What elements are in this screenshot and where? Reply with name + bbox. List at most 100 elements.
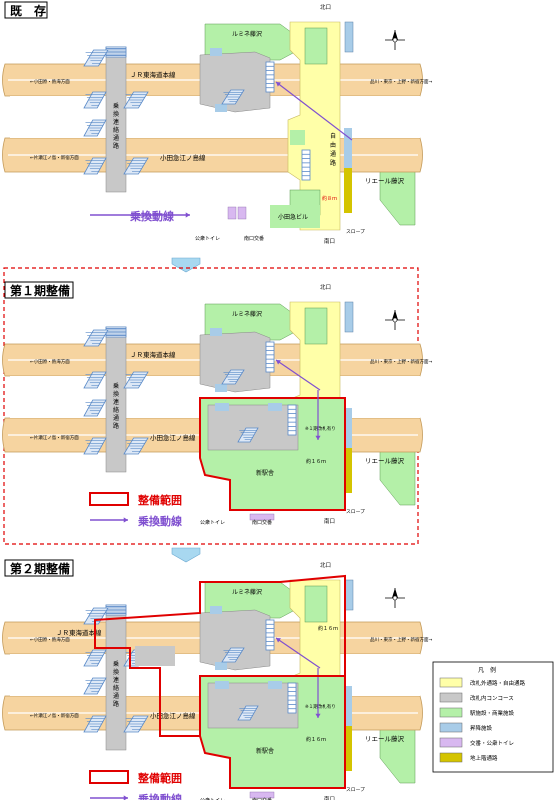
legend-item-label: 改札内コンコース xyxy=(470,694,514,702)
section-title-box xyxy=(4,1,48,19)
svg-text:路: 路 xyxy=(113,700,119,708)
stair-left-1 xyxy=(83,49,109,67)
scope-legend-box xyxy=(89,492,129,506)
scope-outline-south xyxy=(199,397,346,511)
koban-label: 南口交番 xyxy=(252,797,272,800)
lumine-label: ルミネ藤沢 xyxy=(232,30,262,38)
concourse-stair xyxy=(221,647,245,663)
legend-item-label: 昇降施設 xyxy=(470,724,493,732)
svg-text:通: 通 xyxy=(113,414,119,422)
phase1-frame xyxy=(3,267,419,545)
jr-line-label: ＪＲ東海道本線 xyxy=(56,628,102,637)
elevator-b xyxy=(215,662,227,670)
odakyu-west-direction: ←片瀬江ノ島・新宿方面 xyxy=(30,712,79,719)
gate-stair-south xyxy=(287,404,297,436)
legend-swatch xyxy=(439,737,463,748)
stair-right-2 xyxy=(123,715,149,733)
lift-north xyxy=(344,301,354,333)
width-16m-label-south: 約１６ｍ xyxy=(306,736,326,743)
gate-stair-north xyxy=(265,61,275,93)
legend-item-label: 改札外通路・自由通路 xyxy=(470,679,526,687)
south-exit-label: 南口 xyxy=(324,237,335,245)
free-passage-shop xyxy=(304,27,328,65)
jr-east-direction: 品川・東京・上野・新宿方面→ xyxy=(370,636,432,643)
legend-flow-arrow xyxy=(90,212,190,218)
svg-text:換: 換 xyxy=(113,110,119,118)
stair-left-1 xyxy=(83,607,109,625)
gate-stair-north xyxy=(265,341,275,373)
odakyu-line-label: 小田急江ノ島線 xyxy=(150,711,196,720)
svg-text:連: 連 xyxy=(113,676,119,684)
jr-west-direction: ←小田原・熱海方面 xyxy=(30,358,70,365)
svg-text:路: 路 xyxy=(330,159,336,167)
slope-label: スロープ xyxy=(346,229,365,235)
legend-swatch xyxy=(439,722,463,733)
stair-left-3 xyxy=(83,399,107,417)
elevator-d xyxy=(268,681,282,689)
section-phase-0: 既 存←小田原・熱海方面品川・東京・上野・新宿方面→←片瀬江ノ島・新宿方面ＪＲ東… xyxy=(2,1,432,245)
stair-right-1 xyxy=(123,91,149,109)
odakyu-west-direction: ←片瀬江ノ島・新宿方面 xyxy=(30,154,79,161)
phase-arrow-2 xyxy=(171,547,201,563)
svg-text:通: 通 xyxy=(113,692,119,700)
north-exit-label: 北口 xyxy=(320,3,331,11)
koban-label: 南口交番 xyxy=(252,519,272,526)
free-passage-shop xyxy=(304,307,328,345)
section-title-box xyxy=(4,281,74,299)
ryal-label: リエール藤沢 xyxy=(365,176,405,185)
stair-left-3 xyxy=(83,119,107,137)
width-8m-label: 約８ｍ xyxy=(322,195,337,202)
legend-swatch xyxy=(439,692,463,703)
scope-label: 整備範囲 xyxy=(137,493,182,507)
elevator-a xyxy=(210,606,222,614)
north-exit-label: 北口 xyxy=(320,561,331,569)
transfer-stair-top xyxy=(105,326,127,338)
odakyu-track xyxy=(2,137,423,173)
legend: 凡 例改札外通路・自由通路改札内コンコース駅施設・商業施設昇降施設交番・公衆トイ… xyxy=(432,661,554,773)
north-concourse xyxy=(199,609,271,671)
south-concourse xyxy=(207,404,299,451)
compass-icon xyxy=(385,30,405,50)
svg-text:絡: 絡 xyxy=(113,406,119,414)
width-16m-label-north: 約１６ｍ xyxy=(318,625,338,632)
concourse-stair xyxy=(221,89,245,105)
new-station-label: 新駅舎 xyxy=(256,469,274,477)
lumine-label: ルミネ藤沢 xyxy=(232,310,262,318)
stair-right-2 xyxy=(123,157,149,175)
toilet-label: 公衆トイレ xyxy=(195,235,220,242)
stair-left-4 xyxy=(83,157,107,175)
underground-passage xyxy=(344,448,352,493)
toilet-box-b xyxy=(237,206,247,220)
section-phase-1: 第１期整備←小田原・熱海方面品川・東京・上野・新宿方面→←片瀬江ノ島・新宿方面Ｊ… xyxy=(2,281,432,528)
flow-arrow-south xyxy=(315,390,321,440)
phase-arrow-1 xyxy=(171,257,201,273)
elevator-c xyxy=(215,403,229,411)
free-passage xyxy=(287,21,341,231)
width-16m-label-south: 約１６ｍ xyxy=(306,458,326,465)
stair-left-2 xyxy=(83,371,107,389)
ryal-label: リエール藤沢 xyxy=(365,734,405,743)
stair-right-1 xyxy=(123,371,149,389)
north-concourse xyxy=(199,51,271,113)
transfer-stair-top xyxy=(105,46,127,58)
flow-arrow-north xyxy=(275,359,321,391)
south-concourse-stair xyxy=(237,705,259,721)
gate-stair-north xyxy=(265,619,275,651)
section-title: 既 存 xyxy=(10,3,46,18)
flow-label: 乗換動線 xyxy=(138,514,182,528)
svg-text:絡: 絡 xyxy=(113,684,119,692)
scope-outline-south xyxy=(199,675,346,789)
underground-passage xyxy=(344,726,352,771)
south-exit-label: 南口 xyxy=(324,795,335,800)
compass-icon xyxy=(385,310,405,330)
svg-text:換: 換 xyxy=(113,390,119,398)
toilet-box-a xyxy=(227,206,237,220)
legend-title: 凡 例 xyxy=(478,666,496,674)
legend-swatch xyxy=(439,677,463,688)
legend-item-label: 地上階通路 xyxy=(470,754,498,762)
svg-text:通: 通 xyxy=(113,134,119,142)
jr-west-direction: ←小田原・熱海方面 xyxy=(30,636,70,643)
gate-note-label: ※１期改札有り xyxy=(305,703,336,710)
